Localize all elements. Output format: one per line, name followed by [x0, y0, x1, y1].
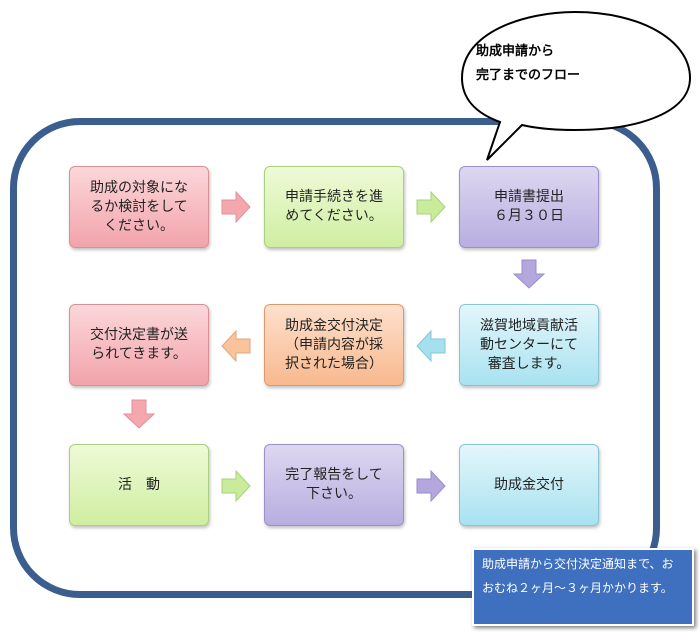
arrow-right-2 [416, 190, 446, 224]
speech-bubble [460, 10, 692, 161]
step-grant-decision: 助成金交付決定 （申請内容が採 択された場合） [264, 304, 404, 386]
step-submit: 申請書提出 ６月３０日 [459, 166, 599, 248]
arrow-down-1 [512, 259, 546, 289]
step-activity: 活 動 [69, 444, 209, 526]
step-report: 完了報告をして 下さい。 [264, 444, 404, 526]
bubble-title: 助成申請から 完了までのフロー [476, 44, 581, 83]
step-notice-sent: 交付決定書が送 られてきます。 [69, 304, 209, 386]
arrow-left-1 [416, 329, 446, 363]
arrow-right-1 [221, 190, 251, 224]
step-review: 滋賀地域貢献活 動センターにて 審査します。 [459, 304, 599, 386]
arrow-down-2 [122, 399, 156, 429]
arrow-right-3 [221, 469, 251, 503]
timeline-note: 助成申請から交付決定通知まで、おおむね２ヶ月〜３ヶ月かかります。 [472, 548, 694, 626]
step-consider: 助成の対象にな るか検討をして ください。 [69, 166, 209, 248]
step-apply: 申請手続きを進 めてください。 [264, 166, 404, 248]
arrow-right-4 [416, 469, 446, 503]
arrow-left-2 [221, 329, 251, 363]
step-grant-paid: 助成金交付 [459, 444, 599, 526]
